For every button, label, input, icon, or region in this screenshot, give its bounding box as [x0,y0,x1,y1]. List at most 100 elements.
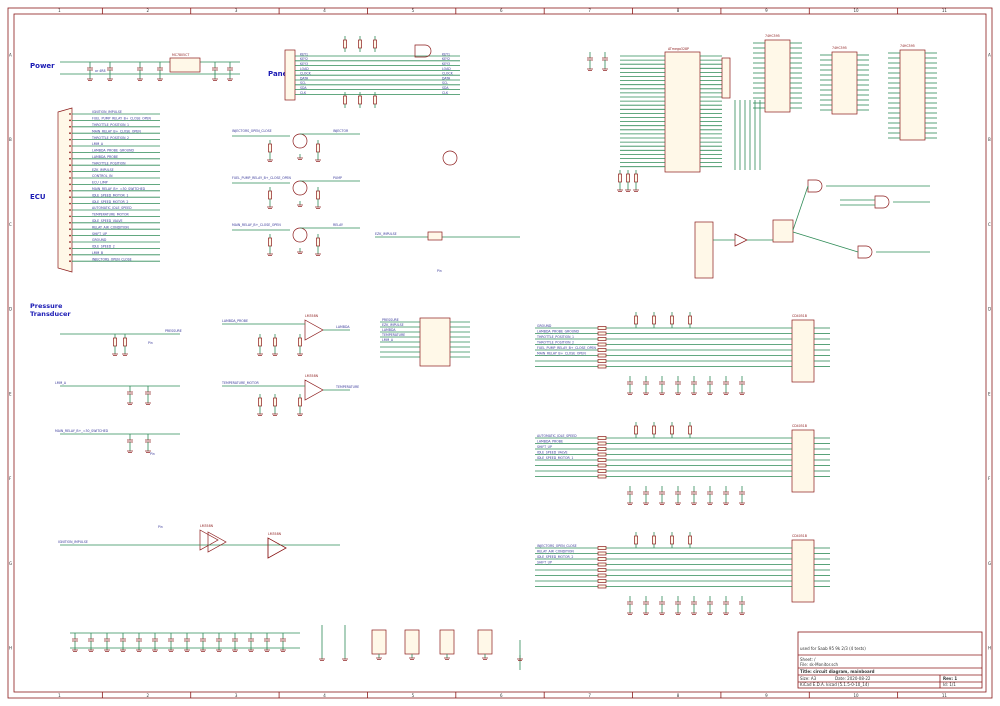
border-row-left: B [9,137,12,142]
border-col-bottom: 4 [323,693,326,698]
mux3-input-label: RELAY_AIR_CONDITION [537,550,574,554]
ecu-pin-label: SHIFT_UP [92,232,107,236]
power-circuit: MC7805CT or 4R8 [60,53,240,81]
border-row-left: F [9,476,12,481]
logic-gates [694,179,930,279]
border-row-left: A [9,52,12,57]
panel-net-label: DATA [300,76,309,80]
temp-in-label: TEMPERATURE_MOTOR [221,381,259,385]
pressure-net-label: PRESSURE [165,329,182,333]
border-col-bottom: 9 [765,693,768,698]
ecu-pin-label: CONTROL_IN [92,174,113,178]
ecu-pin-label: AUTOMATIC_IDLE_SPEED [92,206,132,210]
panel-net-label: SDA [300,86,307,90]
border-col-bottom: 7 [588,693,591,698]
border-col-top: 2 [147,8,150,13]
outer-frame [7,7,993,699]
border-row-left: E [9,391,12,396]
adc-mux-label: CD4051B [792,314,807,318]
ecu-pin-label: IDLE_SPEED_VALVE [92,219,123,223]
decoupling-caps [70,632,300,652]
ecu-pin-label: TEMPERATURE_MOTOR [91,213,129,217]
border-col-bottom: 1 [58,693,61,698]
border-col-top: 6 [500,8,503,13]
ecu-pin-label: LMM_B [92,251,103,255]
border-row-right: H [988,646,991,651]
ecu-pin-label: MAIN_RELAY_B+_=30_SWITCHED [92,187,146,191]
ignition-circuit: IGNITION_IMPULSE Pin [58,525,340,559]
lambda-in-label: LAMBDA_PROBE [222,319,248,323]
mux1-input-label: MAIN_RELAY_B+_CLOSE_OPEN [537,352,586,356]
border-col-top: 8 [677,8,680,13]
border-row-right: B [988,137,991,142]
ecu-pin-label: IDLE_SPEED_2 [92,245,115,249]
panel-net-label-right: SCL [442,81,448,85]
mux1-input-label: LAMBDA_PROBE_GROUND [537,330,579,334]
mux3-input-label: IDLE_SPEED_MOTOR_2 [537,555,573,559]
border-row-right: D [988,307,991,312]
mux1-input-label: GROUND [537,324,552,328]
panel-net-label: CLOCK [300,72,312,76]
tb-id: Id: 1/1 [943,682,956,687]
ecu-pin-label: IGNITION_IMPULSE [92,110,122,114]
mcu-symbol [664,51,701,173]
adc-mux-label: CD4051B [792,424,807,428]
panel-net-label-right: KEY3 [442,62,450,66]
border-col-bottom: 3 [235,693,238,698]
tb-kicad: KiCad E.D.A. kicad (5.1.5-0-10_14) [800,682,869,687]
driver-output-label: INJECTOR [333,129,349,133]
adc-mux-label: CD4051B [792,534,807,538]
border-col-top: 5 [412,8,415,13]
small-mux-input-label: LMM_A [382,338,394,342]
small-mux-input-label: PRESSURE [382,318,399,322]
shift-reg-label: 74HC595 [900,44,915,48]
ign-impulse-label: IGNITION_IMPULSE [58,540,88,544]
ecu-pin-label: FUEL_PUMP_RELAY_B+_CLOSE_OPEN [92,117,152,121]
ign-note: Pin [158,525,163,529]
border-col-top: 9 [765,8,768,13]
border-col-top: 10 [853,8,859,13]
border-row-right: C [988,222,991,227]
small-mux-input-label: LAMBDA [382,328,396,332]
border-row-right: E [988,391,991,396]
opamp-label: LM358N [305,374,319,378]
tb-sheet: Sheet: / [800,657,816,662]
driver-output-label: PUMP [333,176,342,180]
tb-date: Date: 2020-08-22 [835,676,871,681]
border-col-bottom: 8 [677,693,680,698]
shift-reg-label: 74HC595 [765,34,780,38]
panel-net-label-right: KEY2 [442,57,450,61]
border-col-bottom: 6 [500,693,503,698]
mux2-input-label: AUTOMATIC_IDLE_SPEED [537,434,577,438]
relay-note: Pin [150,452,155,456]
bottom-ic-group [319,625,523,670]
mux1-input-label: THROTTLE_POSITION_1 [536,335,574,339]
border-row-left: H [9,646,12,651]
temp-out-label: TEMPERATURE [335,385,359,389]
ecu-pin-label: IDLE_SPEED_MOTOR_2 [92,200,128,204]
driver-input-label: INJECTORS_OPEN_CLOSE [232,129,272,133]
tb-title: Title: circuit diagram, mainboard [800,669,875,674]
border-col-bottom: 10 [853,693,859,698]
analog-mux-groups: CD4051B CD4051B CD4051B GROUND LAMBDA_PROBE_… [535,312,830,615]
ecu-pin-label: ECU_LIMP [92,181,108,185]
shift-up-circuit: EZK_IMPULSE Pin [375,150,520,273]
mux2-input-label: LAMBDA_PROBE [537,440,563,444]
mux1-input-label: FUEL_PUMP_RELAY_B+_CLOSE_OPEN [537,346,597,350]
panel-net-label: KEY2 [300,57,308,61]
ecu-pin-label: LMM_A [92,142,104,146]
pressure-circuit: PRESSURE Pin LMM_A MAIN_RELAY_B+_=30_SWI… [55,329,182,456]
border-col-top: 11 [942,8,948,13]
power-note: or 4R8 [95,69,106,73]
panel-net-label-right: SDA [442,86,449,90]
mux3-input-label: INJECTORS_OPEN_CLOSE [537,544,577,548]
border-row-left: D [9,307,12,312]
border-row-right: F [988,476,991,481]
panel-net-label-right: DATA [442,76,451,80]
border-row-right: A [988,52,991,57]
